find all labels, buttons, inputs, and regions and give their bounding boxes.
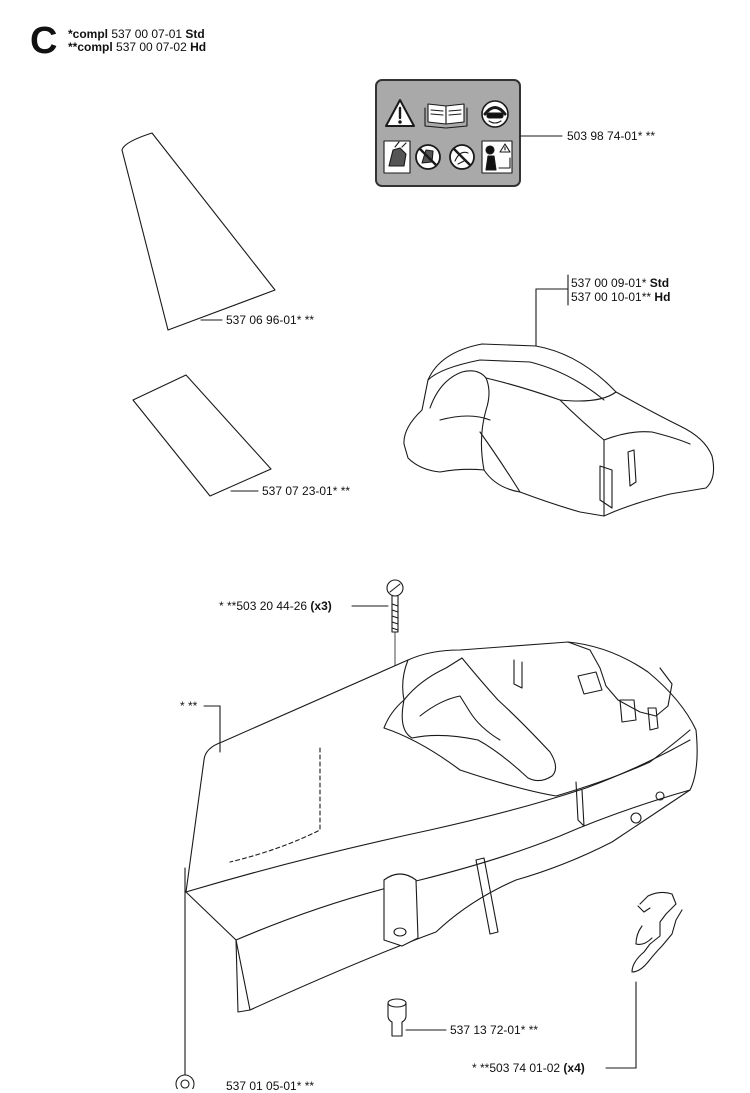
callout-cover-std: 537 00 09-01* Std — [571, 277, 669, 289]
sleeve-nut — [387, 998, 407, 1037]
callout-pad: 537 07 23-01* ** — [262, 484, 351, 498]
callout-housing: * ** — [180, 699, 198, 713]
section-letter: C — [30, 20, 58, 62]
callout-cover-hd-number: 537 00 10-01** — [571, 290, 652, 304]
callout-clip-number: * **503 74 01-02 — [472, 1061, 561, 1075]
header-line-std: *compl 537 00 07-01 Std — [68, 28, 205, 40]
warning-triangle-icon — [385, 99, 415, 127]
callout-screw: * **503 20 44-26 (x3) — [219, 600, 332, 612]
manual-book-icon — [424, 103, 468, 129]
glove-hand-icon — [383, 140, 411, 174]
operator-distance-icon — [481, 140, 513, 174]
callout-decal: 503 98 74-01* ** — [567, 129, 656, 143]
no-debris-icon — [449, 144, 475, 170]
callout-strip: 537 06 96-01* ** — [226, 313, 315, 327]
callout-clip-qty: (x4) — [563, 1061, 585, 1075]
header-number-hd: 537 00 07-02 — [112, 40, 191, 54]
header-variant-hd: Hd — [190, 40, 207, 54]
header-number-std: 537 00 07-01 — [108, 27, 186, 41]
callout-screw-qty: (x3) — [310, 599, 332, 613]
main-housing — [185, 641, 698, 1013]
no-hand-icon — [415, 144, 441, 170]
ear-eye-protection-icon — [481, 100, 509, 128]
callout-sleeve: 537 13 72-01* ** — [450, 1023, 539, 1037]
warning-decal — [375, 79, 521, 187]
top-cover — [403, 274, 715, 517]
header-line-hd: **compl 537 00 07-02 Hd — [68, 41, 206, 53]
callout-washer: 537 01 05-01* ** — [226, 1079, 315, 1093]
callout-cover-std-number: 537 00 09-01* — [571, 276, 647, 290]
callout-cover-hd: 537 00 10-01** Hd — [571, 291, 670, 303]
header-prefix-hd: **compl — [68, 40, 113, 54]
header-prefix-std: *compl — [68, 27, 109, 41]
filter-pad — [132, 374, 272, 497]
tapered-strip — [121, 132, 276, 331]
callout-clip: * **503 74 01-02 (x4) — [472, 1062, 585, 1074]
callout-cover-hd-variant: Hd — [654, 290, 671, 304]
callout-cover-std-variant: Std — [649, 276, 670, 290]
clip — [631, 891, 683, 973]
header-variant-std: Std — [185, 27, 205, 41]
callout-screw-number: * **503 20 44-26 — [219, 599, 308, 613]
